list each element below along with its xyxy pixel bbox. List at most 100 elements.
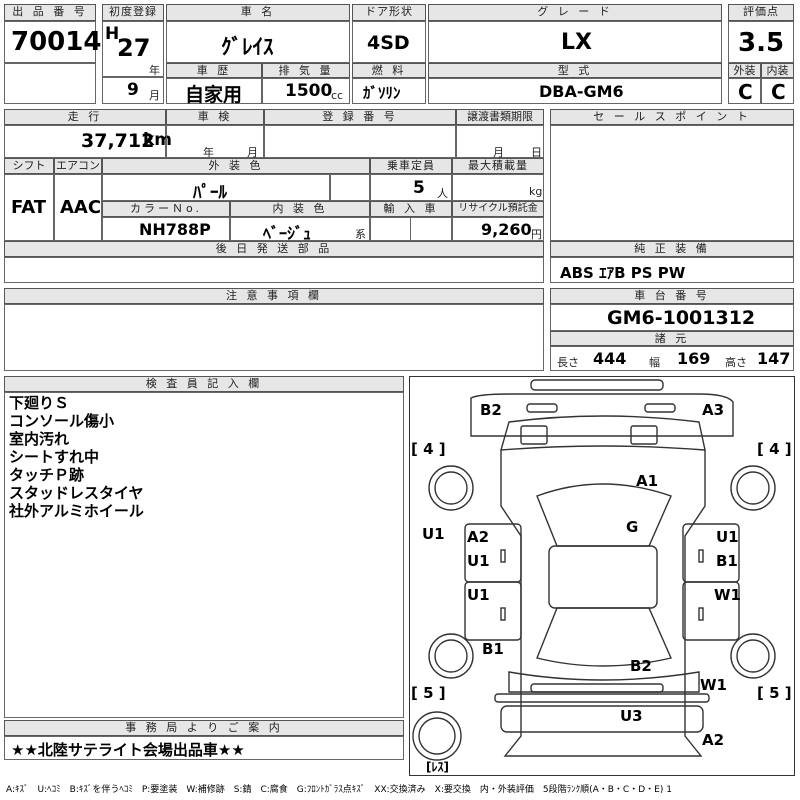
grade-header: グ レ ー ド [428, 4, 722, 21]
lot-no-header: 出 品 番 号 [4, 4, 96, 21]
recycle-unit: 円 [531, 228, 542, 241]
era-value: H [105, 24, 120, 44]
int-color-value: ﾍﾞｰｼﾞｭ [263, 224, 312, 243]
mark-w1-rear: W1 [700, 676, 727, 694]
mark-w1-right: W1 [714, 586, 741, 604]
mileage-header: 走 行 [4, 109, 166, 125]
inspector-notes-cell: 下廻りＳ コンソール傷小 室内汚れ シートすれ中 タッチＰ跡 スタッドレスタイヤ… [4, 392, 404, 718]
mark-b1-left: B1 [482, 640, 504, 658]
width-value: 169 [677, 349, 711, 368]
door-header: ドア形状 [352, 4, 426, 21]
displacement-unit: cc [331, 89, 344, 102]
displacement-cell: 1500 cc [262, 78, 350, 104]
recycle-cell: 9,260 円 [452, 217, 544, 241]
inspector-note: シートすれ中 [9, 448, 100, 466]
later-parts-header: 後 日 発 送 部 品 [4, 241, 544, 257]
mark-b1-right: B1 [716, 552, 738, 570]
grade-cell: LX [428, 21, 722, 63]
ext-color-value: ﾊﾟｰﾙ [193, 183, 227, 203]
later-parts-cell [4, 257, 544, 283]
height-label: 高さ [725, 356, 747, 369]
year-value: 27 [117, 34, 151, 62]
shift-cell: FAT [4, 174, 54, 241]
mark-tire-rear-left: [ 5 ] [411, 684, 446, 702]
capacity-value: 5 [413, 178, 425, 198]
legend-text: A:ｷｽﾞ U:ﾍｺﾐ B:ｷｽﾞを伴うﾍｺﾐ P:要塗装 W:補修跡 S:錆 … [6, 785, 672, 795]
genuine-equip-value: ABS ｴｱB PS PW [560, 264, 686, 282]
mileage-value: 37,712 [81, 130, 155, 152]
inspection-cell: 年 月 [166, 125, 264, 159]
interior-cell: C [761, 78, 794, 104]
office-info-header: 事 務 局 よ り ご 案 内 [4, 720, 404, 736]
interior-grade-value: C [771, 80, 786, 104]
mark-a2-bottom: A2 [702, 731, 725, 749]
chassis-no-header: 車 台 番 号 [550, 288, 794, 304]
inspector-note: スタッドレスタイヤ [9, 484, 144, 502]
displacement-value: 1500 [285, 81, 333, 101]
transfer-doc-header: 譲渡書類期限 [456, 109, 544, 125]
first-reg-cell: H 27 年 [102, 21, 164, 77]
shift-header: シフト [4, 158, 54, 174]
displacement-header: 排 気 量 [262, 63, 350, 78]
month-unit: 月 [149, 89, 160, 102]
score-value: 3.5 [738, 28, 785, 58]
genuine-equip-cell: ABS ｴｱB PS PW [550, 257, 794, 283]
aircon-header: エアコン [54, 158, 102, 174]
genuine-equip-header: 純 正 装 備 [550, 241, 794, 257]
chassis-no-value: GM6-1001312 [607, 307, 756, 329]
transfer-doc-month-unit: 月 [493, 146, 504, 159]
inspection-month-unit: 月 [247, 146, 258, 159]
sales-point-header: セ ー ル ス ポ イ ン ト [550, 109, 794, 125]
width-label: 幅 [649, 356, 660, 369]
capacity-unit: 人 [437, 187, 448, 200]
car-name-value: ｸﾞﾚｲｽ [221, 35, 274, 59]
mark-a2-left: A2 [467, 528, 490, 546]
mark-tire-front-right: [ 4 ] [757, 440, 792, 458]
first-reg-header: 初度登録 [102, 4, 164, 21]
dimensions-header: 諸 元 [550, 331, 794, 346]
length-value: 444 [593, 349, 627, 368]
fuel-value: ｶﾞｿﾘﾝ [363, 84, 401, 102]
exterior-header: 外装 [728, 63, 761, 78]
mark-b2-front: B2 [480, 401, 502, 419]
fuel-cell: ｶﾞｿﾘﾝ [352, 78, 426, 104]
shift-value: FAT [11, 197, 47, 218]
mark-u1-outer-left: U1 [422, 525, 445, 543]
car-diagram-frame [409, 376, 795, 776]
lot-no-value: 70014 [11, 27, 102, 57]
chassis-no-cell: GM6-1001312 [550, 304, 794, 331]
car-name-header: 車 名 [166, 4, 350, 21]
transfer-doc-day-unit: 日 [531, 146, 542, 159]
import-divider [410, 217, 411, 241]
dimensions-cell: 長さ 444 幅 169 高さ 147 [550, 346, 794, 371]
notes-header: 注 意 事 項 欄 [4, 288, 544, 304]
score-cell: 3.5 [728, 21, 794, 63]
inspector-header: 検 査 員 記 入 欄 [4, 376, 404, 392]
reg-no-header: 登 録 番 号 [264, 109, 456, 125]
mark-a3: A3 [702, 401, 725, 419]
door-cell: 4SD [352, 21, 426, 63]
history-value: 自家用 [185, 84, 243, 106]
mark-u1-right-front: U1 [716, 528, 739, 546]
model-value: DBA-GM6 [539, 82, 624, 101]
mark-u1-left-front: U1 [467, 552, 490, 570]
history-header: 車 歴 [166, 63, 262, 78]
sales-point-cell [550, 125, 794, 241]
month-value: 9 [127, 80, 139, 100]
color-no-cell: NH788P [102, 217, 230, 241]
car-diagram [412, 379, 776, 761]
reg-no-cell [264, 125, 456, 158]
exterior-cell: C [728, 78, 761, 104]
ext-color-header: 外 装 色 [102, 158, 370, 174]
mileage-unit: km [143, 130, 173, 150]
fuel-header: 燃 料 [352, 63, 426, 78]
inspector-note: コンソール傷小 [9, 412, 115, 430]
ext-color-extra [330, 174, 370, 201]
inspector-note: 下廻りＳ [9, 394, 70, 412]
exterior-grade-value: C [738, 80, 753, 104]
month-cell: 9 月 [102, 77, 164, 104]
mark-u1-left-rear: U1 [467, 586, 490, 604]
mark-g: G [626, 518, 639, 536]
capacity-header: 乗車定員 [370, 158, 452, 174]
recycle-header: リサイクル預託金 [452, 201, 544, 217]
